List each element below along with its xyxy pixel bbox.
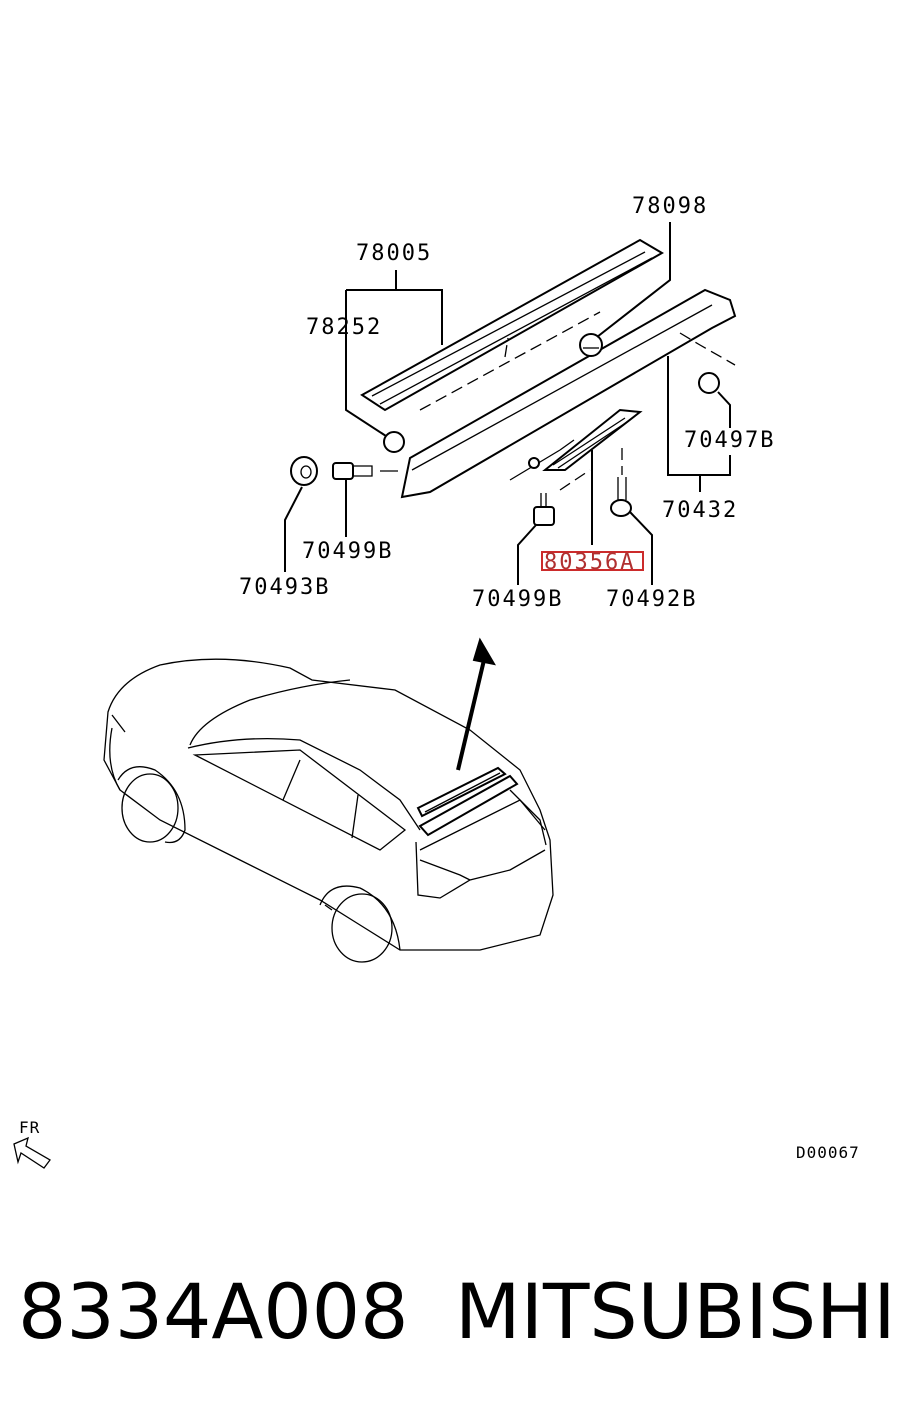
location-arrow (456, 637, 496, 771)
label-70499B-left: 70499B (302, 539, 393, 564)
footer: 8334A008 MITSUBISHI (0, 1262, 909, 1362)
label-70492B: 70492B (606, 587, 697, 612)
nut-70499B-left (332, 462, 398, 480)
stop-lamp (542, 408, 643, 471)
clip-78098 (579, 333, 603, 357)
label-70499B-center: 70499B (472, 587, 563, 612)
label-70493B: 70493B (239, 575, 330, 600)
label-78005: 78005 (356, 241, 432, 266)
screw-70492B (610, 448, 632, 517)
label-70497B: 70497B (684, 428, 775, 453)
garnish-strip (360, 238, 664, 412)
label-78098: 78098 (632, 194, 708, 219)
front-arrow-icon (13, 1136, 51, 1169)
label-80356A: 80356A (544, 550, 635, 575)
clip-78252 (383, 431, 405, 453)
label-70432: 70432 (662, 498, 738, 523)
part-number: 8334A008 (18, 1267, 409, 1356)
diagram-code: D00067 (796, 1143, 860, 1162)
spoiler-body (400, 288, 737, 499)
diagram-canvas: 78098 78005 78252 70497B 70432 70499B 70… (13, 194, 860, 1169)
clip-70497B (698, 372, 720, 394)
lamp-harness (509, 449, 561, 481)
brand-name: MITSUBISHI (455, 1267, 896, 1356)
highlight-box (541, 551, 644, 571)
vehicle-illustration (103, 658, 554, 963)
front-direction-indicator: FR (13, 1118, 51, 1169)
nut-70499B-center (533, 493, 555, 526)
front-label: FR (19, 1118, 40, 1137)
grommet-70493B (290, 456, 318, 486)
leader-lines (284, 222, 731, 585)
label-78252: 78252 (306, 315, 382, 340)
